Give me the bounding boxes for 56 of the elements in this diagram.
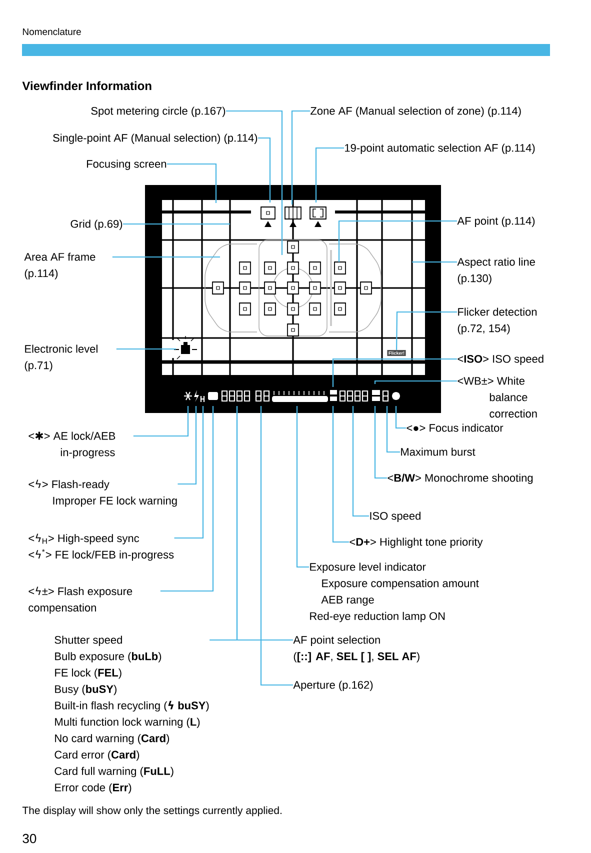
callout-text: Single-point AF (Manual selection) (p.114)	[53, 134, 258, 144]
callout-text: Aspect ratio line (p.130)	[457, 258, 535, 284]
callout-text: <✱> AE lock/AEB in-progress	[28, 432, 116, 458]
callout-text: Flicker detection (p.72, 154)	[458, 308, 537, 334]
leader-line	[374, 406, 387, 479]
callout-text: Zone AF (Manual selection of zone) (p.114)	[310, 106, 521, 117]
leader-line	[315, 147, 344, 202]
viewfinder-drawing	[145, 185, 441, 413]
callout-text: Maximum burst	[401, 448, 476, 456]
leader-line	[116, 348, 176, 350]
callout-text: <ϟ$_{H}$> High-speed sync <ϟ$^{*}$> FE lock/FEB in-progress	[28, 534, 174, 561]
leader-line	[167, 163, 217, 203]
callout-list: Exposure level indicator Exposure compensation amount AEB range Red-eye reduction lamp ON	[310, 562, 479, 622]
page-number: 30	[22, 834, 36, 844]
callout-list: Shutter speed Bulb exposure (buLb) FE lock (FEL) Busy (buSY) Built-in flash recycling (ϟ buSY) Multi function lock warning (L) No card warning (Card) Card error (Card) Card full warning (FuLL) Error code (Err)	[54, 636, 209, 794]
leader-line	[374, 380, 457, 384]
leader-line	[260, 406, 293, 686]
leader-line	[291, 110, 310, 204]
callout-text: Aperture (p.162)	[293, 680, 373, 691]
callout-text: <B/W> Monochrome shooting	[388, 474, 533, 484]
callout-text: <●> Focus indicator	[406, 424, 504, 432]
callout-text: Grid (p.69)	[70, 220, 122, 230]
callout-text: AF point (p.114)	[457, 216, 535, 227]
callout-text: 19-point automatic selection AF (p.114)	[345, 144, 535, 154]
callout-text: Focusing screen	[87, 160, 166, 170]
section-heading: Nomenclature	[22, 28, 81, 36]
leader-line	[352, 406, 369, 517]
callout-text: Spot metering circle (p.167)	[91, 106, 226, 117]
leader-line	[396, 311, 457, 350]
leader-line	[112, 256, 220, 258]
callout-text: AF point selection ([::] AF, SEL [ ], SEL AF)	[293, 636, 420, 662]
callout-text: Electronic level (p.71)	[24, 344, 98, 372]
callout-text: <ϟ> Flash-ready Improper FE lock warning	[28, 480, 177, 507]
leader-line	[226, 110, 283, 255]
callout-text: Area AF frame (p.114)	[24, 252, 96, 280]
leader-line	[296, 406, 309, 568]
leader-line	[236, 406, 293, 641]
callout-text: <D+> Highlight tone priority	[350, 538, 483, 548]
leader-line	[160, 406, 214, 592]
leader-line	[412, 261, 457, 263]
leader-line	[332, 358, 457, 387]
callout-text: <WB±> White balance correction	[458, 376, 537, 418]
callout-text: <ϟ±> Flash exposure compensation	[28, 586, 132, 614]
leader-line	[395, 406, 406, 429]
leader-line	[258, 137, 271, 202]
leader-line	[332, 406, 349, 543]
footnote: The display will show only the settings currently applied.	[22, 806, 282, 816]
leader-line	[178, 406, 197, 485]
callout-text: ISO speed	[370, 512, 420, 522]
leader-line	[386, 406, 400, 453]
leader-line	[123, 223, 230, 225]
leader-line	[133, 406, 189, 437]
page-title: Viewfinder Information	[22, 81, 152, 90]
leader-line	[174, 406, 204, 539]
leader-line	[338, 220, 457, 262]
callout-text: <ISO> ISO speed	[458, 354, 544, 365]
